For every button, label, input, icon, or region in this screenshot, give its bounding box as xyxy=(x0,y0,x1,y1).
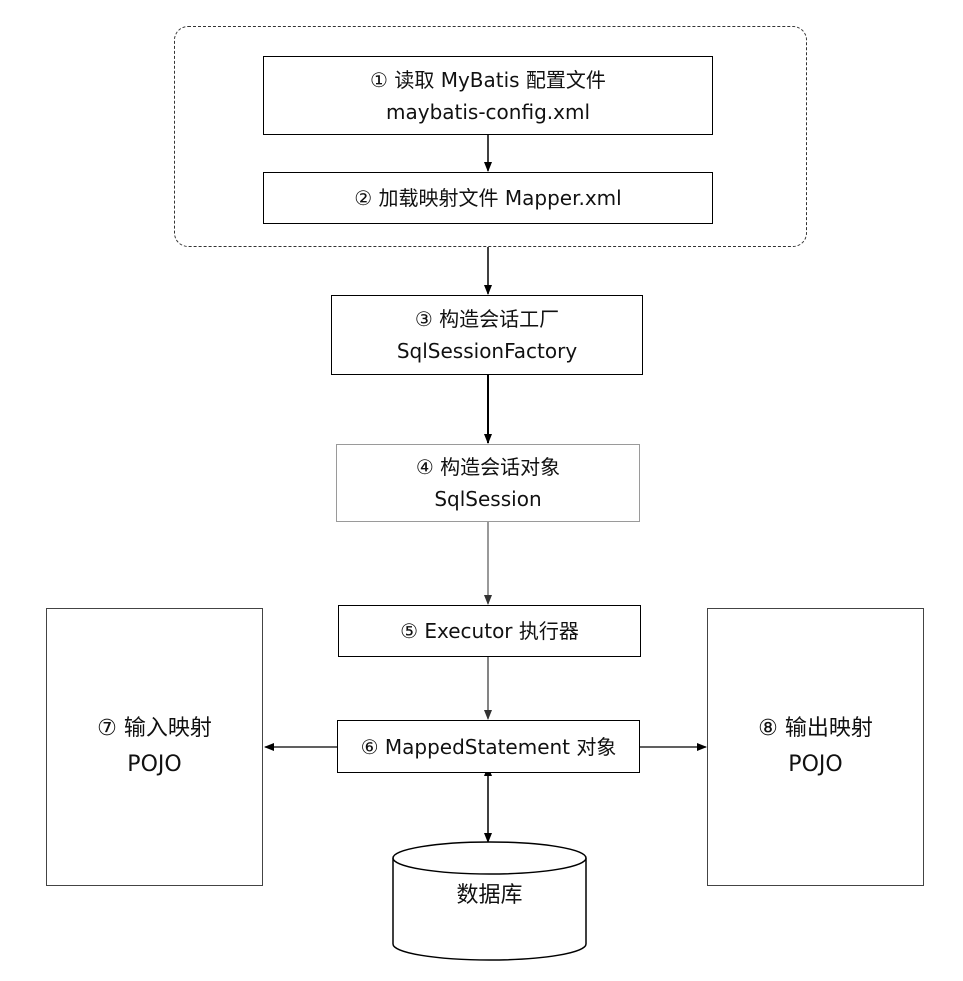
step-session-object: ④ 构造会话对象 SqlSession xyxy=(336,444,640,522)
step-executor: ⑤ Executor 执行器 xyxy=(338,605,641,657)
step-executor-title: ⑤ Executor 执行器 xyxy=(400,619,579,643)
step-read-config: ① 读取 MyBatis 配置文件 maybatis-config.xml xyxy=(263,56,713,135)
step-session-factory: ③ 构造会话工厂 SqlSessionFactory xyxy=(331,295,643,375)
step-input-mapping-title: ⑦ 输入映射 xyxy=(97,716,212,741)
step-read-config-filename: maybatis-config.xml xyxy=(386,99,590,124)
step-mapped-statement-title: ⑥ MappedStatement 对象 xyxy=(360,734,617,759)
step-session-factory-title: ③ 构造会话工厂 xyxy=(414,307,560,331)
step-input-mapping-type: POJO xyxy=(127,752,182,777)
database-cylinder-icon xyxy=(392,841,587,961)
step-mapped-statement: ⑥ MappedStatement 对象 xyxy=(337,720,640,773)
step-output-mapping-title: ⑧ 输出映射 xyxy=(758,716,873,741)
step-output-mapping: ⑧ 输出映射 POJO xyxy=(707,608,924,886)
step-session-factory-class: SqlSessionFactory xyxy=(396,339,578,363)
step-session-object-title: ④ 构造会话对象 xyxy=(415,455,561,479)
step-session-object-class: SqlSession xyxy=(434,487,542,511)
step-load-mapper: ② 加载映射文件 Mapper.xml xyxy=(263,172,713,224)
config-group-container xyxy=(174,26,807,247)
step-input-mapping: ⑦ 输入映射 POJO xyxy=(46,608,263,886)
step-load-mapper-title: ② 加载映射文件 Mapper.xml xyxy=(354,186,622,210)
step-output-mapping-type: POJO xyxy=(788,752,843,777)
step-read-config-title: ① 读取 MyBatis 配置文件 xyxy=(370,67,606,92)
database-label: 数据库 xyxy=(456,883,523,908)
